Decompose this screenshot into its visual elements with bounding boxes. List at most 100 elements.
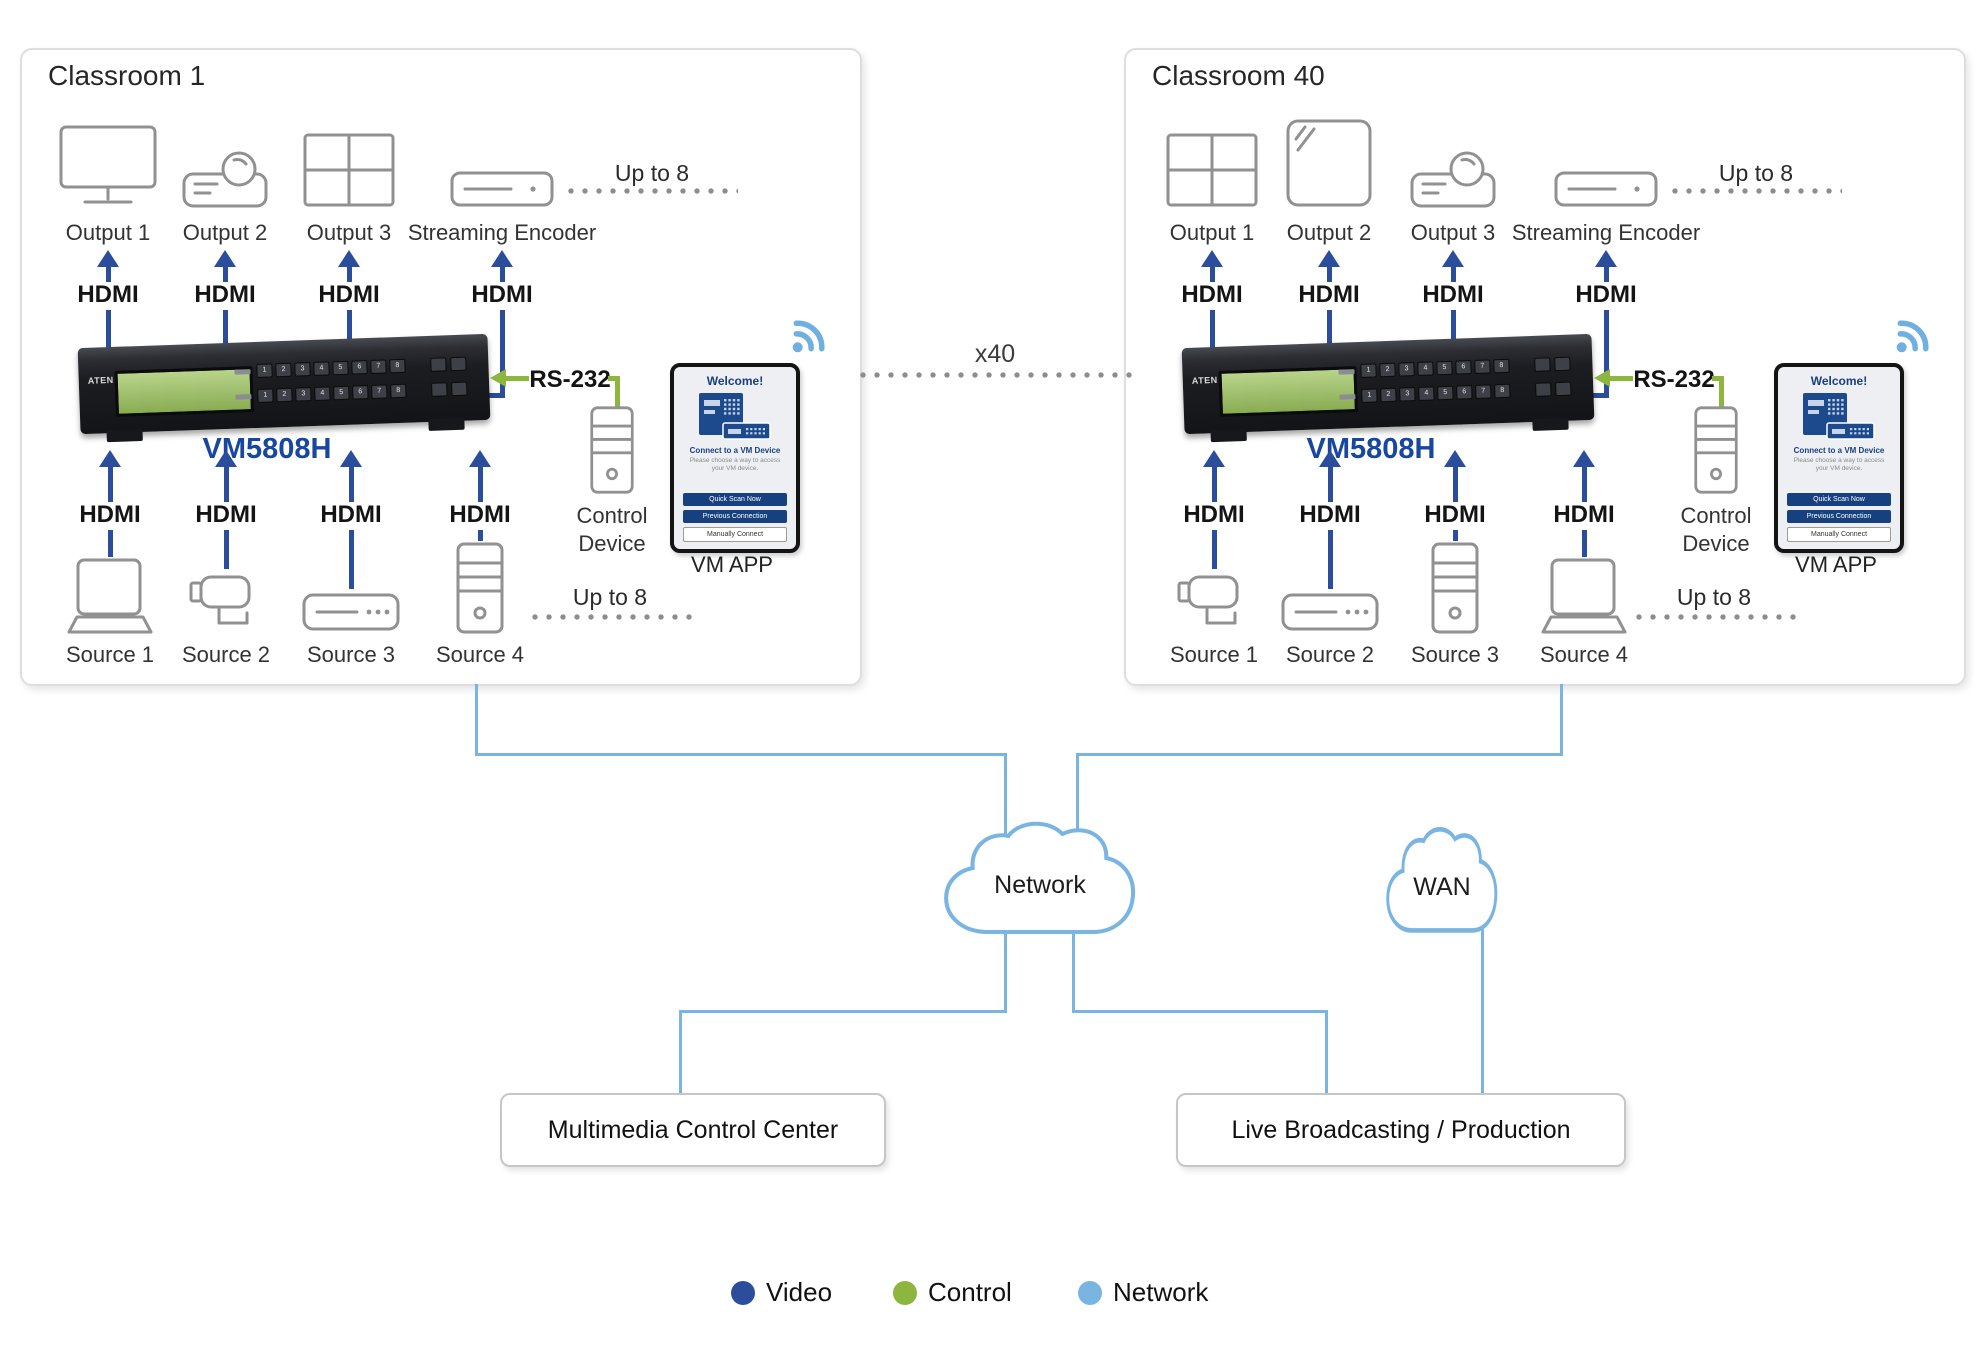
- control-device-label: Control Device: [576, 503, 648, 556]
- projector-icon: [182, 150, 268, 208]
- device-foot: [1532, 417, 1569, 431]
- phone-heading: Connect to a VM Device: [689, 446, 781, 455]
- device-port-button: 1: [257, 388, 274, 403]
- device-port-button: 8: [1494, 383, 1511, 399]
- hdmi-arrow-head: [215, 450, 237, 467]
- device-port-button: 6: [351, 360, 368, 375]
- hdmi-arrow: [347, 265, 352, 282]
- hdmi-arrow: [1212, 466, 1217, 502]
- hdmi-label: HDMI: [1422, 281, 1484, 308]
- device-port-button: 8: [389, 358, 406, 374]
- output-label: Output 3: [306, 220, 392, 245]
- laptop-icon: [62, 557, 158, 635]
- device-row-label: [235, 394, 252, 400]
- dotted-separator: [856, 372, 1132, 378]
- device-port-button: 6: [352, 385, 369, 400]
- device-port-button: 3: [295, 387, 312, 402]
- projector-icon: [1410, 150, 1496, 208]
- previous-connection-button: Previous Connection: [1787, 510, 1891, 523]
- player-icon: [1280, 589, 1380, 635]
- legend-item: Network: [1078, 1277, 1208, 1308]
- up-to-label: Up to 8: [572, 584, 648, 610]
- video-legend-dot: [731, 1280, 755, 1305]
- hdmi-arrow-head: [1595, 250, 1617, 267]
- hdmi-arrow-head: [99, 450, 121, 467]
- hdmi-label: HDMI: [1298, 281, 1360, 308]
- classroom-title: Classroom 1: [48, 60, 206, 91]
- device-port-button: 3: [1399, 387, 1416, 402]
- dotted-separator: [564, 188, 738, 194]
- vm-device-illustration: [697, 391, 773, 445]
- hdmi-arrow: [223, 310, 228, 354]
- output-label: Output 1: [1169, 220, 1255, 245]
- quick-scan-button: Quick Scan Now: [1787, 493, 1891, 506]
- device-function-button: [431, 382, 448, 397]
- device-function-button: [1535, 382, 1552, 397]
- device-port-button: 1: [256, 363, 273, 378]
- rs232-cable: [615, 379, 620, 409]
- phone-heading: Connect to a VM Device: [1793, 446, 1885, 455]
- classroom-panel: Classroom 1 Output 1 HDMI Output 2 HDMI Outpu…: [20, 48, 862, 686]
- hdmi-arrow-head: [1318, 250, 1340, 267]
- rs232-cable: [608, 376, 620, 381]
- hdmi-arrow: [106, 265, 111, 282]
- rs232-label: RS-232: [1633, 366, 1715, 393]
- hdmi-label: HDMI: [318, 281, 380, 308]
- device-brand-label: ATEN: [87, 374, 114, 386]
- hdmi-arrow-head: [1203, 450, 1225, 467]
- device-port-button: 8: [1493, 358, 1510, 374]
- device-foot: [428, 417, 465, 431]
- network-legend-dot: [1078, 1280, 1102, 1305]
- output-label: Output 2: [182, 220, 268, 245]
- network-line: [1004, 926, 1007, 1013]
- camera-icon: [1177, 569, 1251, 635]
- hdmi-arrow: [500, 265, 505, 282]
- hdmi-arrow: [1582, 393, 1608, 398]
- hdmi-arrow: [1327, 310, 1332, 354]
- device-foot: [1210, 428, 1247, 443]
- device-port-button: 6: [1455, 360, 1472, 375]
- device-port-button: 1: [1361, 388, 1378, 403]
- device-function-button: [1555, 381, 1572, 397]
- device-port-button: 5: [333, 385, 350, 401]
- control-device-label: Control Device: [1680, 503, 1752, 556]
- device-port-button: 2: [276, 387, 293, 403]
- output-label: Output 1: [65, 220, 151, 245]
- device-port-button: 7: [1475, 384, 1492, 399]
- wifi-icon: [779, 312, 827, 360]
- hdmi-arrow-head: [491, 250, 513, 267]
- network-line: [1076, 753, 1563, 756]
- wan-cloud: WAN: [1383, 824, 1501, 936]
- device-function-button: [1554, 356, 1571, 372]
- rs232-cable: [1719, 379, 1724, 409]
- hdmi-arrow: [108, 466, 113, 502]
- source-label: Source 4: [1539, 642, 1629, 667]
- wifi-icon: [1883, 312, 1931, 360]
- classroom-title: Classroom 40: [1152, 60, 1325, 91]
- network-line: [679, 1010, 682, 1094]
- hdmi-arrow: [347, 310, 352, 354]
- hdmi-label: HDMI: [195, 501, 257, 528]
- hdmi-arrow: [223, 265, 228, 282]
- network-line: [679, 1010, 1007, 1013]
- source-label: Source 3: [1410, 642, 1500, 667]
- phone-caption: Please choose a way to access your VM de…: [689, 457, 781, 473]
- device-port-button: 2: [1379, 362, 1396, 378]
- whiteboard-icon: [1285, 118, 1373, 208]
- hdmi-label: HDMI: [449, 501, 511, 528]
- device-lcd: [1218, 366, 1358, 417]
- network-line: [1004, 753, 1007, 835]
- device-row-label: [234, 369, 251, 375]
- hdmi-arrow: [1328, 466, 1333, 502]
- output-label: Streaming Encoder: [407, 220, 597, 245]
- hdmi-arrow: [478, 466, 483, 502]
- device-function-button: [451, 381, 468, 397]
- vm-app-label: VM APP: [691, 552, 773, 577]
- hdmi-arrow: [224, 530, 229, 569]
- source-label: Source 3: [306, 642, 396, 667]
- hdmi-arrow: [108, 530, 113, 557]
